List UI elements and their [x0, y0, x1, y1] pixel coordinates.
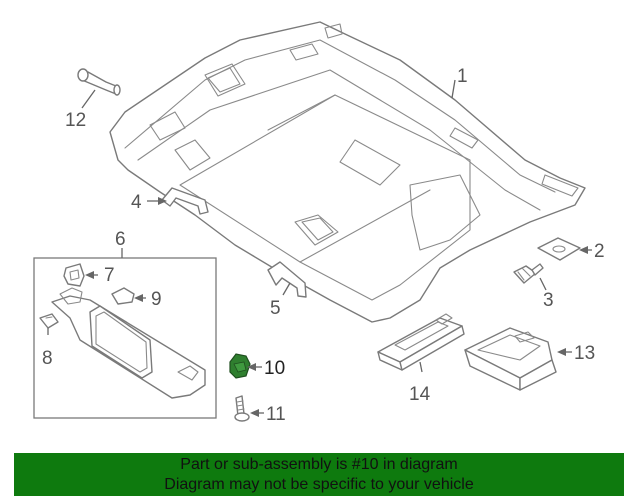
callout-6: 6 [115, 229, 126, 250]
pad-part[interactable] [537, 237, 581, 261]
headliner-part[interactable] [109, 21, 586, 323]
screw-part[interactable] [234, 395, 250, 422]
grab-handle-bracket-4[interactable] [161, 187, 209, 215]
callout-4: 4 [131, 192, 142, 213]
callout-11: 11 [266, 404, 286, 425]
callout-9: 9 [151, 289, 162, 310]
clip-part[interactable] [513, 263, 544, 284]
callout-2: 2 [594, 241, 605, 262]
callout-1: 1 [457, 66, 468, 87]
sun-visor-part[interactable] [51, 287, 206, 399]
callout-3: 3 [543, 290, 554, 311]
callout-8: 8 [42, 348, 53, 369]
sun-visor-group-box [33, 257, 217, 419]
visor-cover-9[interactable] [111, 287, 135, 305]
callout-13: 13 [574, 343, 595, 364]
callout-14: 14 [409, 384, 431, 405]
bulb-part[interactable] [77, 68, 121, 96]
visor-clip-7[interactable] [63, 263, 85, 287]
info-banner: Part or sub-assembly is #10 in diagram D… [14, 453, 624, 496]
callout-7: 7 [104, 265, 115, 286]
callout-12: 12 [65, 110, 86, 131]
grab-handle-bracket-5[interactable] [267, 261, 307, 298]
banner-line-1: Part or sub-assembly is #10 in diagram [180, 455, 458, 473]
parts-diagram: 1 12 4 5 2 3 6 7 [33, 21, 605, 425]
visor-cover-8[interactable] [39, 313, 59, 329]
callout-5: 5 [270, 298, 281, 319]
banner-line-2: Diagram may not be specific to your vehi… [164, 475, 474, 493]
console-housing-part[interactable] [464, 327, 557, 391]
trim-strip-part[interactable] [377, 313, 465, 371]
callout-10: 10 [264, 358, 285, 379]
highlighted-part-10[interactable] [229, 353, 251, 379]
